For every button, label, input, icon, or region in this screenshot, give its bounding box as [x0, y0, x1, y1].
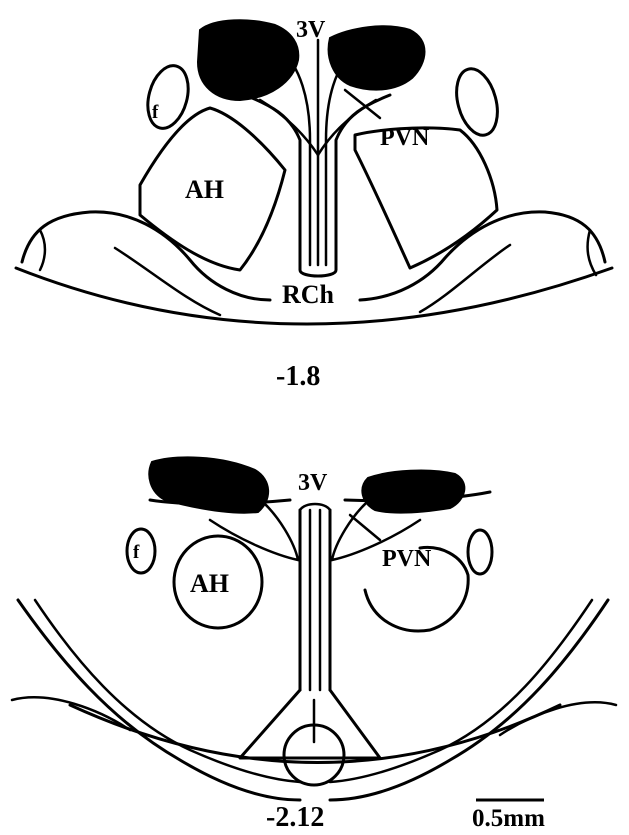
section-1-ah-label: AH: [185, 175, 224, 204]
section-2: 3V f AH PVN -2.12: [12, 457, 616, 833]
section-1-pvn-pointer: [345, 90, 380, 118]
section-2-ah-label: AH: [190, 569, 229, 598]
section-1-pvn-right-blob: [329, 26, 425, 89]
section-2-far-left-line: [12, 697, 130, 730]
scale-bar-label: 0.5mm: [472, 805, 545, 832]
section-1-base-left-lobe: [22, 212, 270, 300]
section-2-level-label: -2.12: [266, 802, 324, 833]
section-2-left-tract-inner: [35, 600, 300, 782]
section-2-pvn-pointer: [350, 515, 380, 540]
section-2-right-tract: [330, 600, 608, 800]
section-2-far-right-line: [500, 702, 616, 735]
section-1-pvn-label: PVN: [380, 125, 430, 151]
section-2-pvn-right-blob: [362, 471, 464, 513]
section-1-level-label: -1.8: [276, 361, 320, 392]
scale-bar: 0.5mm: [472, 800, 545, 832]
section-2-ventricle-walls: [300, 510, 330, 690]
section-1: 3V f AH PVN RCh -1.8: [16, 17, 612, 392]
section-2-fornix-label: f: [133, 542, 140, 563]
section-1-fornix-label: f: [152, 102, 159, 123]
section-2-pvn-label: PVN: [382, 546, 432, 572]
section-1-rch-label: RCh: [282, 280, 335, 309]
section-2-3v-label: 3V: [298, 470, 328, 496]
section-1-pvn-left-blob: [198, 20, 298, 100]
section-2-fornix-right: [468, 530, 492, 574]
section-1-3v-label: 3V: [296, 17, 326, 43]
section-2-fornix-left: [127, 529, 155, 573]
section-1-base-right-lobe: [360, 212, 605, 300]
section-1-base-left-inner: [40, 230, 45, 270]
section-2-ventricle-top: [300, 504, 330, 510]
